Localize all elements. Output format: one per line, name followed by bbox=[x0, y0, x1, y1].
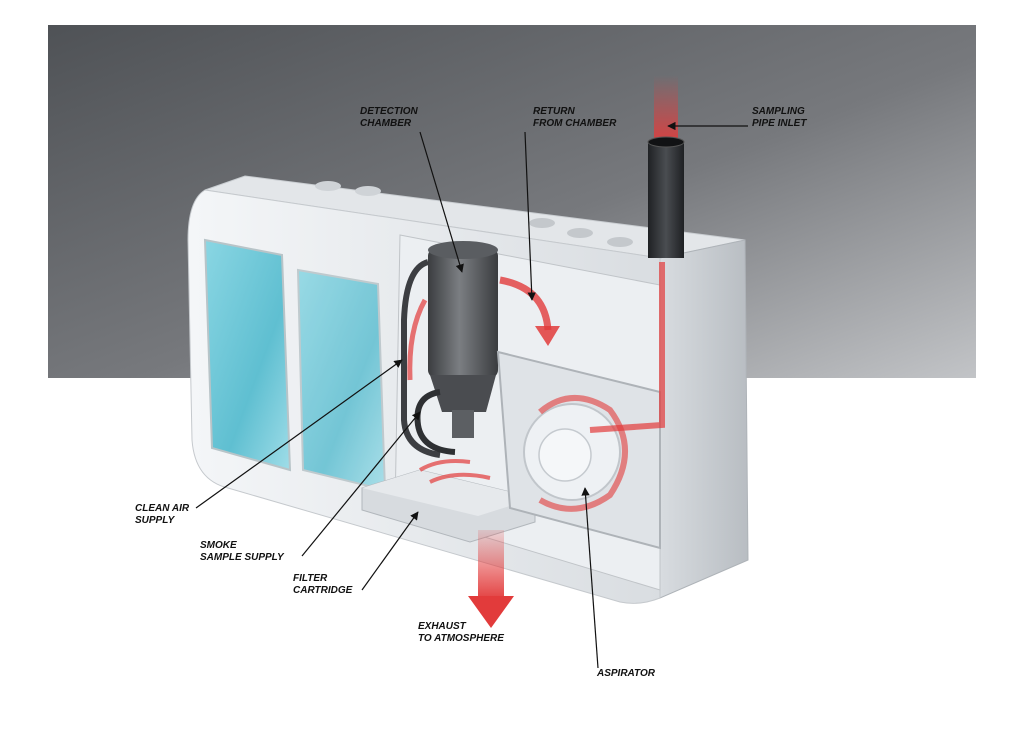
detection-chamber bbox=[428, 248, 498, 378]
detection-chamber-top bbox=[428, 241, 498, 259]
front-screen bbox=[296, 268, 387, 492]
sample-airflow-inlet bbox=[654, 75, 678, 143]
aspirator-hub bbox=[538, 428, 592, 482]
label-detection-chamber: DETECTION CHAMBER bbox=[360, 106, 418, 129]
label-filter-cartridge: FILTER CARTRIDGE bbox=[293, 573, 353, 596]
detection-chamber-base bbox=[430, 375, 496, 412]
airflow-aspirator-swirl bbox=[538, 395, 628, 512]
airflow-down-pipe bbox=[589, 262, 665, 433]
detection-chamber-nozzle bbox=[452, 410, 474, 438]
leader-clean-air-supply bbox=[195, 359, 403, 509]
top-hole bbox=[529, 218, 555, 228]
exhaust-airflow bbox=[478, 530, 504, 598]
front-screen bbox=[203, 238, 292, 472]
leader-aspirator bbox=[581, 487, 599, 669]
leader-return-from-chamber bbox=[524, 131, 536, 301]
label-exhaust-to-atmosphere: EXHAUST TO ATMOSPHERE bbox=[418, 621, 504, 644]
top-hole bbox=[355, 186, 381, 196]
label-aspirator: ASPIRATOR bbox=[597, 668, 655, 679]
label-return-from-chamber: RETURN FROM CHAMBER bbox=[533, 106, 617, 129]
top-hole bbox=[607, 237, 633, 247]
housing-right-side bbox=[659, 239, 749, 599]
label-smoke-sample-supply: SMOKE SAMPLE SUPPLY bbox=[200, 540, 284, 563]
label-clean-air-supply: CLEAN AIR SUPPLY bbox=[135, 503, 190, 526]
leader-detection-chamber bbox=[419, 131, 464, 273]
leader-filter-cartridge bbox=[361, 511, 419, 591]
sampling-pipe-mouth bbox=[647, 136, 685, 148]
label-sampling-pipe-inlet: SAMPLING PIPE INLET bbox=[752, 106, 807, 129]
sampling-pipe bbox=[648, 142, 684, 258]
leader-smoke-sample-supply bbox=[301, 411, 421, 557]
airflow-filter bbox=[418, 459, 491, 484]
filter-cartridge-top bbox=[362, 470, 535, 516]
smoke-sample-hose bbox=[414, 389, 456, 455]
airflow-clean-air bbox=[407, 298, 428, 381]
top-hole bbox=[567, 228, 593, 238]
exhaust-arrow-head bbox=[468, 596, 514, 628]
clean-air-hose bbox=[401, 259, 441, 458]
top-hole bbox=[315, 181, 341, 191]
airflow-return-head bbox=[535, 326, 560, 346]
